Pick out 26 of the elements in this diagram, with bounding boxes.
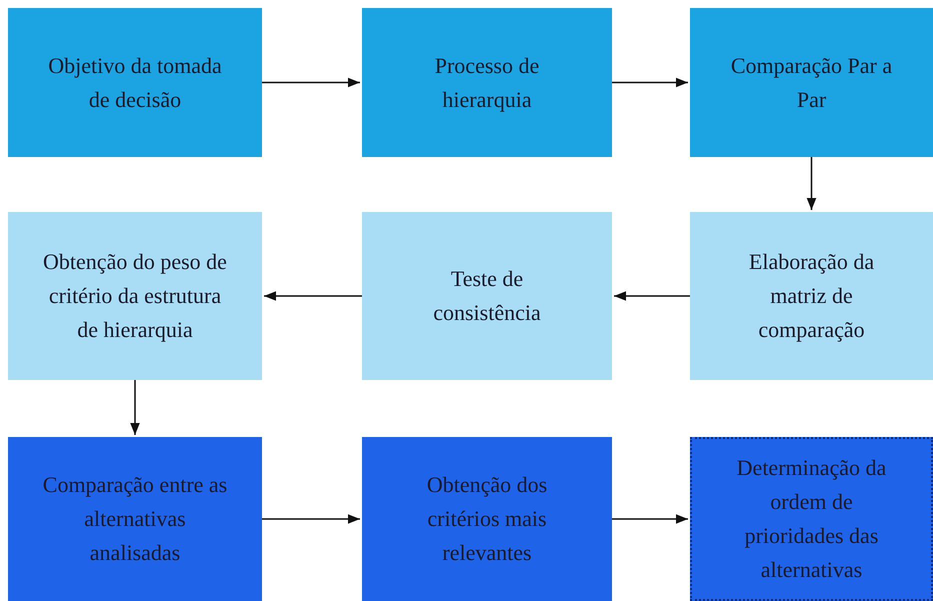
process-box bbox=[8, 437, 262, 601]
process-box bbox=[8, 8, 262, 157]
box-label: Processo de hierarquia bbox=[434, 52, 540, 114]
arrow bbox=[614, 291, 690, 301]
arrow bbox=[262, 514, 360, 524]
arrow bbox=[612, 514, 688, 524]
process-box bbox=[362, 212, 612, 380]
arrow bbox=[806, 157, 816, 210]
arrow bbox=[130, 380, 140, 435]
arrow bbox=[612, 78, 688, 88]
process-box bbox=[690, 437, 933, 601]
process-box bbox=[362, 437, 612, 601]
process-box bbox=[690, 212, 933, 380]
process-box bbox=[362, 8, 612, 157]
box-label: Teste de consistência bbox=[432, 265, 542, 327]
arrow bbox=[264, 291, 362, 301]
box-label: Comparação entre as alternativas analisadas bbox=[42, 471, 228, 567]
process-box bbox=[8, 212, 262, 380]
arrow bbox=[262, 78, 360, 88]
box-label: Obtenção dos critérios mais relevantes bbox=[426, 471, 548, 567]
box-label: Elaboração da matriz de comparação bbox=[748, 248, 876, 344]
box-label: Determinação da ordem de prioridades das alternativas bbox=[736, 454, 888, 584]
box-label: Comparação Par a Par bbox=[730, 52, 894, 114]
box-label: Obtenção do peso de critério da estrutura de hierarquia bbox=[42, 248, 228, 344]
box-label: Objetivo da tomada de decisão bbox=[47, 52, 223, 114]
process-box bbox=[690, 8, 933, 157]
